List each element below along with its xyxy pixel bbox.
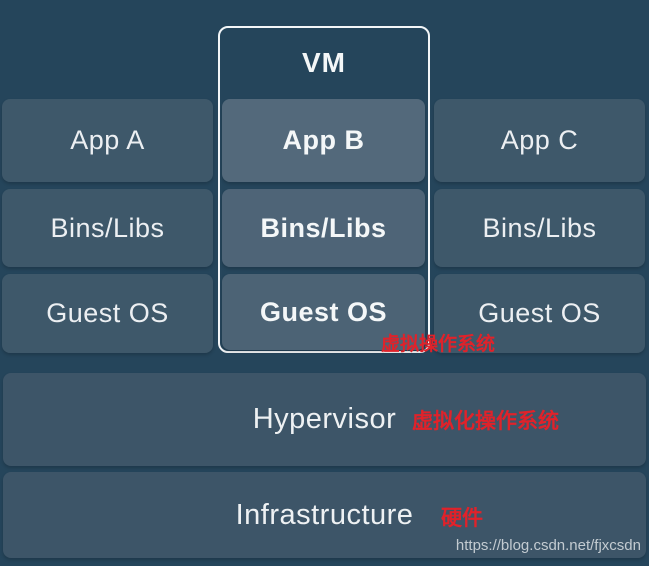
- vm-group-title: VM: [302, 47, 346, 78]
- infrastructure-bar: Infrastructure: [3, 472, 646, 558]
- hypervisor-label: Hypervisor: [252, 403, 397, 435]
- box-app-a: App A: [2, 99, 213, 182]
- box-guest-os-left: Guest OS: [2, 274, 213, 353]
- infrastructure-annotation: 硬件: [441, 507, 483, 530]
- box-bins-libs-left: Bins/Libs: [2, 189, 213, 267]
- box-app-c: App C: [434, 99, 645, 182]
- box-bins-libs-right: Bins/Libs: [434, 189, 645, 267]
- box-app-b: App B: [222, 99, 425, 182]
- infrastructure-label: Infrastructure: [235, 498, 414, 531]
- box-guest-os-right: Guest OS: [434, 274, 645, 353]
- box-guest-os-middle: Guest OS: [222, 274, 425, 350]
- hypervisor-annotation: 虚拟化操作系统: [412, 410, 559, 433]
- guest-os-annotation: 虚拟操作系统: [381, 334, 496, 355]
- hypervisor-bar: Hypervisor: [3, 373, 646, 466]
- box-bins-libs-middle: Bins/Libs: [222, 189, 425, 267]
- watermark-url: https://blog.csdn.net/fjxcsdn: [455, 537, 641, 554]
